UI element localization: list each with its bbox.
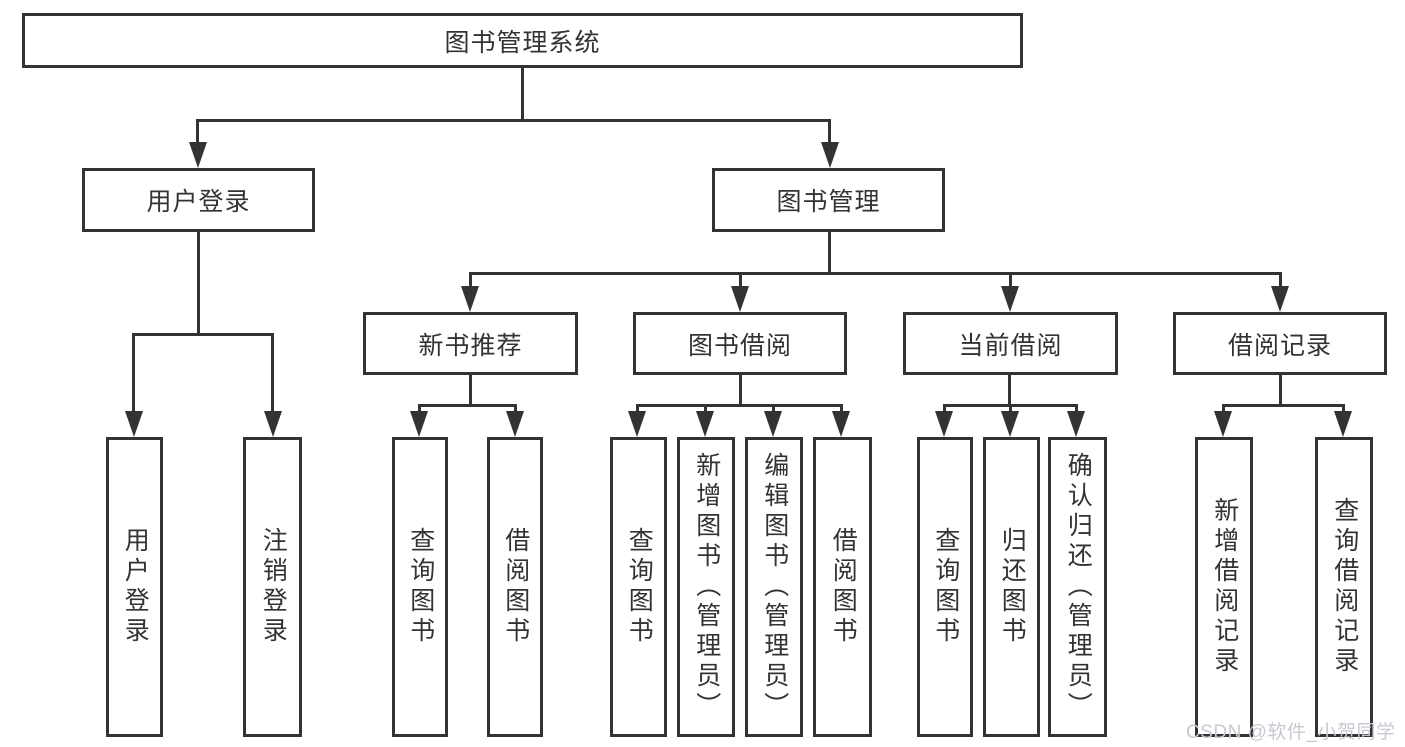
leaf-confirm-return-admin-label: 确认归还（管理员） <box>1064 452 1093 722</box>
connector-book-mgmt-branch-line <box>469 272 1282 275</box>
leaf-query-borrow-record-label: 查询借阅记录 <box>1330 497 1359 677</box>
leaf-add-books-admin: 新增图书（管理员） <box>677 437 735 737</box>
connector-stem-current-borrow <box>1009 272 1012 290</box>
leaf-add-borrow-record-label: 新增借阅记录 <box>1210 497 1239 677</box>
node-borrow-records: 借阅记录 <box>1173 312 1387 375</box>
leaf-newbook-borrow-books: 借阅图书 <box>487 437 543 737</box>
leaf-borrow-query-books: 查询图书 <box>610 437 667 737</box>
leaf-logout-label: 注销登录 <box>259 527 288 647</box>
arrowhead-to-current-borrow <box>1001 286 1019 312</box>
arrowhead-to-cb-confirm <box>1067 411 1085 437</box>
connector-stem-br-query <box>1342 404 1345 415</box>
connector-root-drop-line <box>521 68 524 122</box>
connector-stem-book-borrow <box>739 272 742 290</box>
node-current-borrow-label: 当前借阅 <box>958 331 1063 360</box>
connector-stem-bb-add <box>704 404 707 415</box>
arrowhead-to-bb-add <box>696 411 714 437</box>
node-book-borrow-label: 图书借阅 <box>687 331 792 360</box>
connector-stem-cb-confirm <box>1075 404 1078 415</box>
connector-borrow-records-branch-line <box>1222 404 1345 407</box>
leaf-add-books-admin-label: 新增图书（管理员） <box>692 452 721 722</box>
arrowhead-to-book-mgmt <box>821 142 839 168</box>
arrowhead-to-cb-return <box>1001 411 1019 437</box>
connector-borrow-records-drop-line <box>1279 375 1282 406</box>
node-book-management: 图书管理 <box>712 168 945 232</box>
leaf-newbook-query-books-label: 查询图书 <box>406 527 435 647</box>
arrowhead-to-leaf-user-login <box>125 411 143 437</box>
node-user-login-label: 用户登录 <box>146 188 251 216</box>
arrowhead-to-bb-borrow <box>832 411 850 437</box>
connector-current-borrow-drop-line <box>1008 375 1011 406</box>
connector-book-borrow-branch-line <box>636 404 843 407</box>
arrowhead-to-new-book-rec <box>461 286 479 312</box>
connector-stem-borrow-records <box>1279 272 1282 290</box>
connector-stem-nb-borrow <box>514 404 517 415</box>
leaf-edit-books-admin: 编辑图书（管理员） <box>745 437 803 737</box>
arrowhead-to-nb-query <box>410 411 428 437</box>
leaf-newbook-query-books: 查询图书 <box>392 437 448 737</box>
connector-stem-nb-query <box>418 404 421 415</box>
connector-stem-leaf-logout <box>271 333 274 413</box>
leaf-user-login-label: 用户登录 <box>121 527 150 647</box>
node-library-system: 图书管理系统 <box>22 13 1023 68</box>
csdn-watermark: CSDN @软件_小贺同学 <box>1186 722 1396 743</box>
arrowhead-to-nb-borrow <box>506 411 524 437</box>
leaf-confirm-return-admin: 确认归还（管理员） <box>1048 437 1107 737</box>
arrowhead-to-bb-query <box>628 411 646 437</box>
arrowhead-to-bb-edit <box>764 411 782 437</box>
node-current-borrow: 当前借阅 <box>903 312 1118 375</box>
arrowhead-to-user-login <box>189 142 207 168</box>
node-book-management-label: 图书管理 <box>776 188 881 216</box>
leaf-user-login: 用户登录 <box>106 437 163 737</box>
leaf-return-books-label: 归还图书 <box>998 527 1027 647</box>
connector-stem-leaf-user-login <box>132 333 135 413</box>
connector-user-login-drop-line <box>197 232 200 336</box>
arrowhead-to-cb-query <box>935 411 953 437</box>
leaf-current-query-books-label: 查询图书 <box>931 527 960 647</box>
node-new-book-recommend-label: 新书推荐 <box>418 331 523 360</box>
node-new-book-recommend: 新书推荐 <box>363 312 578 375</box>
leaf-add-borrow-record: 新增借阅记录 <box>1195 437 1253 737</box>
leaf-borrow-books-label: 借阅图书 <box>829 527 858 647</box>
arrowhead-to-br-query <box>1334 411 1352 437</box>
connector-stem-user-login <box>196 119 199 145</box>
leaf-return-books: 归还图书 <box>983 437 1040 737</box>
connector-stem-br-add <box>1222 404 1225 415</box>
connector-user-login-branch-line <box>132 333 274 336</box>
node-borrow-records-label: 借阅记录 <box>1227 331 1332 360</box>
connector-root-branch-line <box>196 119 831 122</box>
leaf-logout: 注销登录 <box>243 437 302 737</box>
node-book-borrow: 图书借阅 <box>633 312 847 375</box>
connector-book-mgmt-drop-line <box>828 232 831 275</box>
connector-stem-cb-return <box>1009 404 1012 415</box>
leaf-query-borrow-record: 查询借阅记录 <box>1315 437 1373 737</box>
leaf-borrow-query-books-label: 查询图书 <box>625 527 654 647</box>
arrowhead-to-borrow-records <box>1271 286 1289 312</box>
connector-new-book-branch-line <box>418 404 517 407</box>
connector-new-book-drop-line <box>469 375 472 406</box>
connector-stem-new-book-rec <box>469 272 472 290</box>
arrowhead-to-book-borrow <box>731 286 749 312</box>
connector-stem-bb-edit <box>772 404 775 415</box>
leaf-borrow-books: 借阅图书 <box>813 437 872 737</box>
node-user-login: 用户登录 <box>82 168 315 232</box>
leaf-current-query-books: 查询图书 <box>917 437 973 737</box>
connector-stem-cb-query <box>943 404 946 415</box>
connector-book-borrow-drop-line <box>739 375 742 406</box>
connector-stem-bb-query <box>636 404 639 415</box>
connector-stem-book-mgmt <box>828 119 831 145</box>
arrowhead-to-leaf-logout <box>264 411 282 437</box>
arrowhead-to-br-add <box>1214 411 1232 437</box>
node-library-system-label: 图书管理系统 <box>444 28 601 57</box>
connector-stem-bb-borrow <box>840 404 843 415</box>
leaf-newbook-borrow-books-label: 借阅图书 <box>501 527 530 647</box>
leaf-edit-books-admin-label: 编辑图书（管理员） <box>760 452 789 722</box>
